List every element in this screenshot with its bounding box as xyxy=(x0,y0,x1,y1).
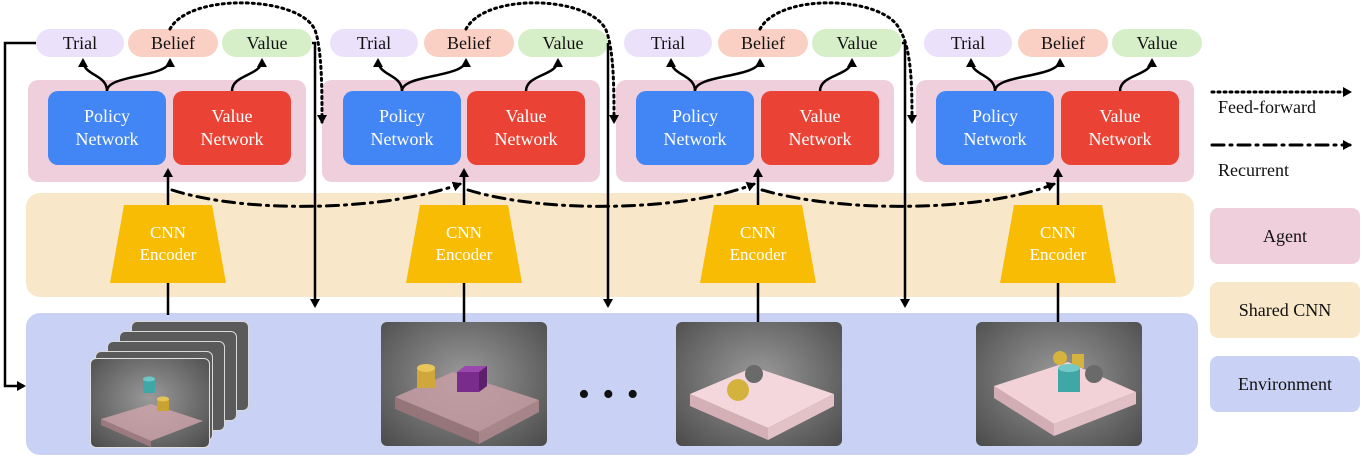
legend-recurrent-label: Recurrent xyxy=(1218,160,1289,180)
cnn-encoder-shape xyxy=(1000,205,1116,283)
recurrent-curve xyxy=(466,181,756,208)
belief-pill: Belief xyxy=(718,29,808,57)
value-network: Value Network xyxy=(1061,91,1179,165)
legend-feed-forward-label: Feed-forward xyxy=(1218,97,1316,117)
feed-forward-arc xyxy=(464,1,619,124)
policy-network: Policy Network xyxy=(636,91,754,165)
belief-pill: Belief xyxy=(1018,29,1108,57)
value-pill: Value xyxy=(518,29,608,57)
value-network: Value Network xyxy=(467,91,585,165)
cnn-encoder: CNN Encoder xyxy=(110,205,226,283)
ellipsis: • • • xyxy=(578,376,641,413)
legend-environment: Environment xyxy=(1210,356,1360,412)
feed-forward-arc xyxy=(758,1,917,124)
policy-to-trial-arrow xyxy=(966,58,997,92)
value-network: Value Network xyxy=(173,91,291,165)
policy-to-trial-arrow xyxy=(78,58,109,92)
policy-to-belief-arrow xyxy=(993,58,1065,92)
trial-drop-arrow xyxy=(900,41,910,308)
policy-to-belief-arrow xyxy=(400,58,471,92)
policy-network: Policy Network xyxy=(343,91,461,165)
trial-pill: Trial xyxy=(924,29,1012,57)
cnn-encoder-shape xyxy=(406,205,522,283)
scene-image-1 xyxy=(90,358,210,448)
value-net-to-value-arrow xyxy=(1118,58,1157,92)
trial-loop-arrow xyxy=(3,41,36,391)
cnn-encoder-label: CNN Encoder xyxy=(1029,223,1087,264)
value-pill: Value xyxy=(812,29,902,57)
trial-pill: Trial xyxy=(330,29,418,57)
scene-image-3 xyxy=(676,322,842,446)
cnn-encoder-shape xyxy=(700,205,816,283)
legend-agent: Agent xyxy=(1210,208,1360,264)
value-pill: Value xyxy=(1112,29,1202,57)
policy-to-trial-arrow xyxy=(666,58,697,92)
scene-image-4 xyxy=(976,322,1142,446)
value-net-to-value-arrow xyxy=(818,58,857,92)
value-pill: Value xyxy=(222,29,312,57)
policy-network: Policy Network xyxy=(48,91,166,165)
feed-forward-arc xyxy=(168,1,327,124)
trial-drop-arrow xyxy=(310,41,320,308)
value-network: Value Network xyxy=(761,91,879,165)
trial-pill: Trial xyxy=(624,29,712,57)
legend-shared-cnn: Shared CNN xyxy=(1210,282,1360,338)
cnn-encoder-label: CNN Encoder xyxy=(729,223,787,264)
cnn-encoder: CNN Encoder xyxy=(700,205,816,283)
cnn-encoder-label: CNN Encoder xyxy=(435,223,493,264)
value-net-to-value-arrow xyxy=(524,58,563,92)
policy-to-belief-arrow xyxy=(693,58,765,92)
trial-pill: Trial xyxy=(36,29,124,57)
scene-image-2 xyxy=(381,322,547,446)
cnn-encoder-shape xyxy=(110,205,226,283)
cnn-encoder: CNN Encoder xyxy=(1000,205,1116,283)
recurrent-curve xyxy=(760,181,1056,208)
policy-to-trial-arrow xyxy=(373,58,404,92)
belief-pill: Belief xyxy=(424,29,514,57)
value-net-to-value-arrow xyxy=(230,58,267,92)
cnn-encoder-label: CNN Encoder xyxy=(139,223,197,264)
policy-to-belief-arrow xyxy=(105,58,175,92)
policy-network: Policy Network xyxy=(936,91,1054,165)
recurrent-curve xyxy=(170,181,462,208)
belief-pill: Belief xyxy=(128,29,218,57)
cnn-encoder: CNN Encoder xyxy=(406,205,522,283)
